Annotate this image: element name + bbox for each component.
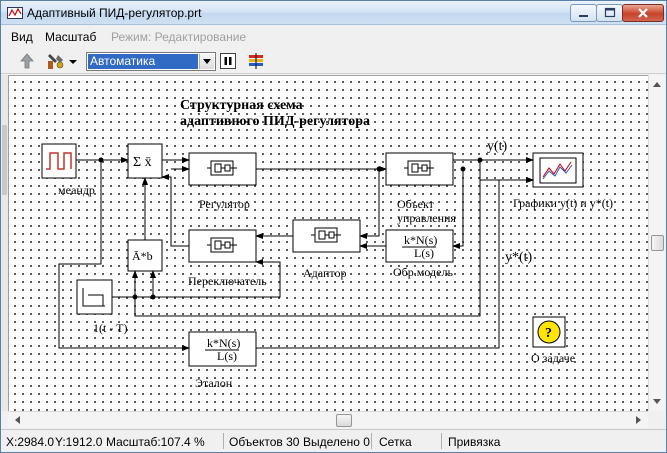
close-icon [638,8,648,18]
adapter-label: Адаптор [303,266,346,280]
minimize-icon [579,15,588,17]
wires [58,157,534,351]
tools-icon[interactable] [47,52,65,70]
reference-label: Эталон [195,376,233,390]
menu-mode[interactable]: Режим: Редактирование [111,30,247,44]
status-zoom: Масштаб:107.4 % [106,435,205,449]
up-arrow-icon[interactable] [18,52,36,70]
graphs-label: Графики y(t) и y*(t) [513,196,613,210]
switcher-block[interactable] [188,229,257,263]
object-block[interactable] [385,152,454,186]
minimize-button[interactable] [570,4,597,22]
toolbar: Автоматика [1,48,666,74]
sum-symbol: Σ x̄ [133,155,152,170]
inverse-model-num: k*N(s) [404,233,437,247]
reference-block[interactable]: k*N(s) L(s) [188,331,257,367]
status-bar: X:2984.0 Y:1912.0 Масштаб:107.4 % Объект… [1,429,666,452]
inverse-model-den: L(s) [414,246,434,260]
status-x: X:2984.0 [6,435,55,449]
reference-num: k*N(s) [207,336,240,350]
sum-block[interactable]: Σ x̄ [127,143,163,179]
mode-select-arrow[interactable] [199,54,214,69]
left-gutter [1,75,8,411]
title-bar[interactable]: Адаптивный ПИД-регулятор.prt [1,1,666,25]
maximize-button[interactable] [596,4,623,22]
inverse-model-label: Обр.модель [393,265,453,279]
status-snap[interactable]: Привязка [448,435,501,449]
dropdown-arrow-icon[interactable] [68,52,78,70]
matrix-symbol: Ā*b [132,249,153,263]
horizontal-scrollbar[interactable] [8,411,648,428]
scroll-right-icon[interactable] [630,412,646,428]
pause-icon [224,57,232,65]
status-objects: Объектов 30 [229,435,300,449]
scroll-down-icon[interactable] [649,393,665,409]
diagram-canvas[interactable]: Структурная схема адаптивного ПИД-регуля… [8,75,648,411]
menu-scale[interactable]: Масштаб [45,30,97,44]
scroll-corner [648,411,665,428]
y-signal-label: y(t) [487,139,508,154]
structural-diagram: Структурная схема адаптивного ПИД-регуля… [41,98,613,390]
status-grid[interactable]: Сетка [379,435,412,449]
pause-button[interactable] [220,53,236,69]
adapter-block[interactable] [292,219,361,253]
graphs-block[interactable] [532,152,584,188]
junction-dots [98,157,483,300]
scroll-up-icon[interactable] [649,77,665,93]
regulator-label: Регулятор [199,197,250,211]
object-label-line1: Объект [397,197,435,211]
close-button[interactable] [622,4,664,22]
inverse-model-block[interactable]: k*N(s) L(s) [385,229,454,263]
regulator-block[interactable] [188,152,257,186]
vertical-scrollbar[interactable] [648,75,665,411]
diagram-title-line2: адаптивного ПИД-регулятора [180,114,370,129]
question-mark-icon: ? [545,326,552,341]
step-block[interactable] [76,279,113,315]
maximize-icon [604,7,616,18]
switcher-label: Переключатель [188,274,267,288]
app-icon [7,7,23,19]
status-y: Y:1912.0 [55,435,103,449]
scroll-left-icon[interactable] [10,412,26,428]
mode-select-value: Автоматика [88,54,198,69]
about-label: О задаче [531,351,575,365]
step-label: 1(t - T) [93,321,127,335]
diagram-title-line1: Структурная схема [180,98,303,113]
object-label-line2: управления [397,211,456,225]
matrix-block[interactable]: Ā*b [127,239,163,272]
meander-label: меандр [58,183,95,197]
reference-den: L(s) [217,349,237,363]
vertical-scroll-thumb[interactable] [651,235,664,251]
about-block[interactable]: ? [532,316,566,348]
meander-block[interactable] [41,143,77,179]
status-selected: Выделено 0 [303,435,370,449]
palette-icon[interactable] [247,52,265,70]
mode-select[interactable]: Автоматика [86,52,216,71]
chevron-down-icon [203,59,211,64]
window-title: Адаптивный ПИД-регулятор.prt [27,6,202,20]
menu-bar: Вид Масштаб Режим: Редактирование [1,26,666,48]
menu-view[interactable]: Вид [11,30,33,44]
horizontal-scroll-thumb[interactable] [336,414,352,427]
ystar-signal-label: y*(t) [505,250,533,265]
